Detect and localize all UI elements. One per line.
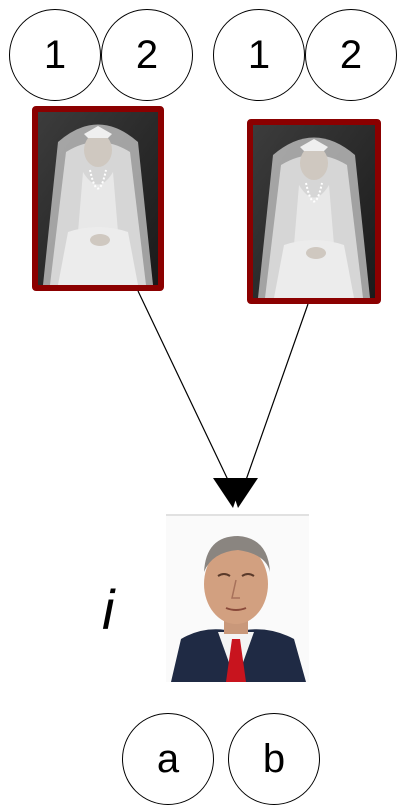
child-symbol: i <box>102 577 114 642</box>
woman-portrait-image <box>38 112 158 285</box>
parent-portrait-right <box>247 119 381 304</box>
arrowhead-right <box>228 478 258 508</box>
allele-circle-right-1: 1 <box>213 9 305 101</box>
allele-circle-left-2: 2 <box>101 9 193 101</box>
allele-circle-left-1: 1 <box>9 9 101 101</box>
child-portrait <box>166 514 309 682</box>
allele-label: 2 <box>136 33 158 78</box>
parent-portrait-left <box>32 106 164 291</box>
allele-circle-child-a: a <box>122 713 214 805</box>
arrow-line-right <box>246 304 308 480</box>
allele-label: 1 <box>44 33 66 78</box>
woman-portrait-image <box>253 125 375 298</box>
allele-label: 1 <box>248 33 270 78</box>
arrowhead-left <box>213 478 243 508</box>
allele-circle-right-2: 2 <box>305 9 397 101</box>
man-portrait-image <box>166 514 309 682</box>
arrow-line-left <box>138 291 228 480</box>
allele-label: a <box>157 737 179 782</box>
allele-label: 2 <box>340 33 362 78</box>
allele-label: b <box>263 737 285 782</box>
allele-circle-child-b: b <box>228 713 320 805</box>
